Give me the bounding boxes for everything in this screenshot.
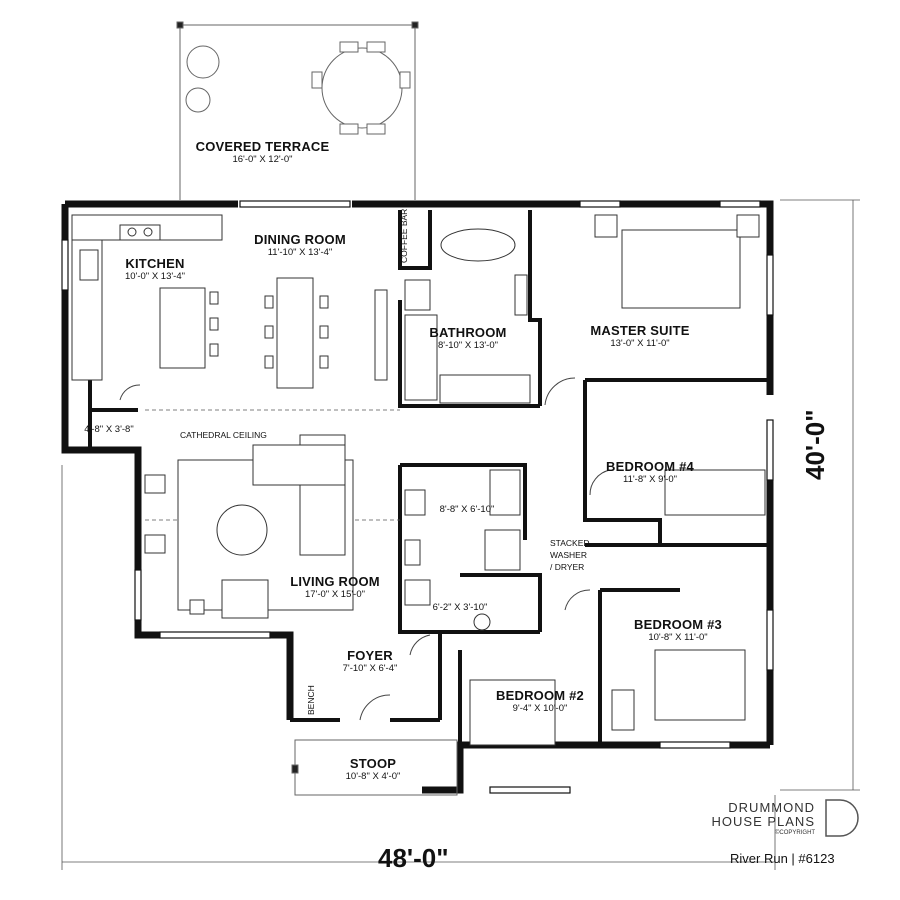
label-bathroom: BATHROOM 8'-10" X 13'-0": [418, 325, 518, 351]
covered-terrace-area: [176, 21, 419, 200]
master-suite-dims: 13'-0" X 11'-0": [610, 338, 670, 349]
living-room-dims: 17'-0" X 15'-0": [304, 589, 365, 600]
stoop-area: [291, 739, 458, 796]
label-covered-terrace: COVERED TERRACE 16'-0" X 12'-0": [175, 139, 350, 165]
interior-walls: [88, 210, 770, 745]
brand-name: DRUMMOND HOUSE PLANS: [690, 801, 815, 829]
kitchen-fixtures: [71, 214, 223, 381]
brand-line-1: DRUMMOND: [728, 800, 815, 815]
label-stoop: STOOP 10'-8" X 4'-0": [328, 756, 418, 782]
label-dining-room: DINING ROOM 11'-10" X 13'-4": [240, 232, 360, 258]
bathroom-fixtures: [404, 228, 531, 631]
beds: [469, 214, 766, 746]
label-bedroom-4: BEDROOM #4 11'-8" X 9'-0": [600, 459, 700, 485]
pantry-dims: 4'-8" X 3'-8": [84, 424, 134, 435]
living-furniture: [144, 434, 354, 619]
stoop-name: STOOP: [349, 756, 397, 771]
label-bedroom-3: BEDROOM #3 10'-8" X 11'-0": [628, 617, 728, 643]
stoop-dims: 10'-8" X 4'-0": [345, 771, 401, 782]
overall-depth-dimension: 40'-0": [800, 409, 830, 480]
dining-table: [264, 277, 388, 389]
living-room-name: LIVING ROOM: [290, 574, 380, 589]
label-master-suite: MASTER SUITE 13'-0" X 11'-0": [580, 323, 700, 349]
bedroom-4-dims: 11'-8" X 9'-0": [622, 474, 678, 485]
powder-room-dims: 6'-2" X 3'-10": [432, 602, 488, 613]
bedroom-3-dims: 10'-8" X 11'-0": [648, 632, 708, 643]
foyer-dims: 7'-10" X 6'-4": [342, 663, 398, 674]
bedroom-3-name: BEDROOM #3: [634, 617, 722, 632]
project-name: River Run | #6123: [730, 851, 835, 866]
overall-width-dimension: 48'-0": [378, 843, 449, 873]
bathroom-dims: 8'-10" X 13'-0": [437, 340, 498, 351]
covered-terrace-name: COVERED TERRACE: [195, 139, 330, 154]
doors: [119, 377, 611, 721]
label-living-room: LIVING ROOM 17'-0" X 15'-0": [280, 574, 390, 600]
bench-label: BENCH: [306, 685, 316, 715]
drummond-logo: [825, 799, 859, 837]
terrace-chairs: [311, 41, 411, 135]
kitchen-dims: 10'-0" X 13'-4": [124, 271, 185, 282]
kitchen-name: KITCHEN: [125, 256, 185, 271]
stacked-washer-label: STACKED WASHER / DRYER: [550, 538, 590, 572]
windows: [61, 200, 774, 794]
bedroom-2-name: BEDROOM #2: [496, 688, 584, 703]
label-bedroom-2: BEDROOM #2 9'-4" X 10'-0": [490, 688, 590, 714]
master-suite-name: MASTER SUITE: [590, 323, 690, 338]
coffee-bar-label: COFFEE BAR: [399, 208, 409, 263]
dimension-lines: [61, 199, 860, 870]
cathedral-ceiling-label: CATHEDRAL CEILING: [180, 430, 267, 440]
brand-line-2: HOUSE PLANS: [711, 814, 815, 829]
label-kitchen: KITCHEN 10'-0" X 13'-4": [105, 256, 205, 282]
exterior-walls: [61, 200, 774, 794]
foyer-name: FOYER: [347, 648, 393, 663]
dining-room-dims: 11'-10" X 13'-4": [267, 247, 333, 258]
covered-terrace-dims: 16'-0" X 12'-0": [232, 154, 293, 165]
bedroom-4-name: BEDROOM #4: [606, 459, 694, 474]
bedroom-2-dims: 9'-4" X 10'-0": [512, 703, 568, 714]
bathroom-name: BATHROOM: [429, 325, 507, 340]
shower-bath-dims: 8'-8" X 6'-10": [439, 504, 495, 515]
dining-room-name: DINING ROOM: [254, 232, 346, 247]
label-foyer: FOYER 7'-10" X 6'-4": [320, 648, 420, 674]
copyright-text: ©COPYRIGHT: [775, 830, 816, 836]
